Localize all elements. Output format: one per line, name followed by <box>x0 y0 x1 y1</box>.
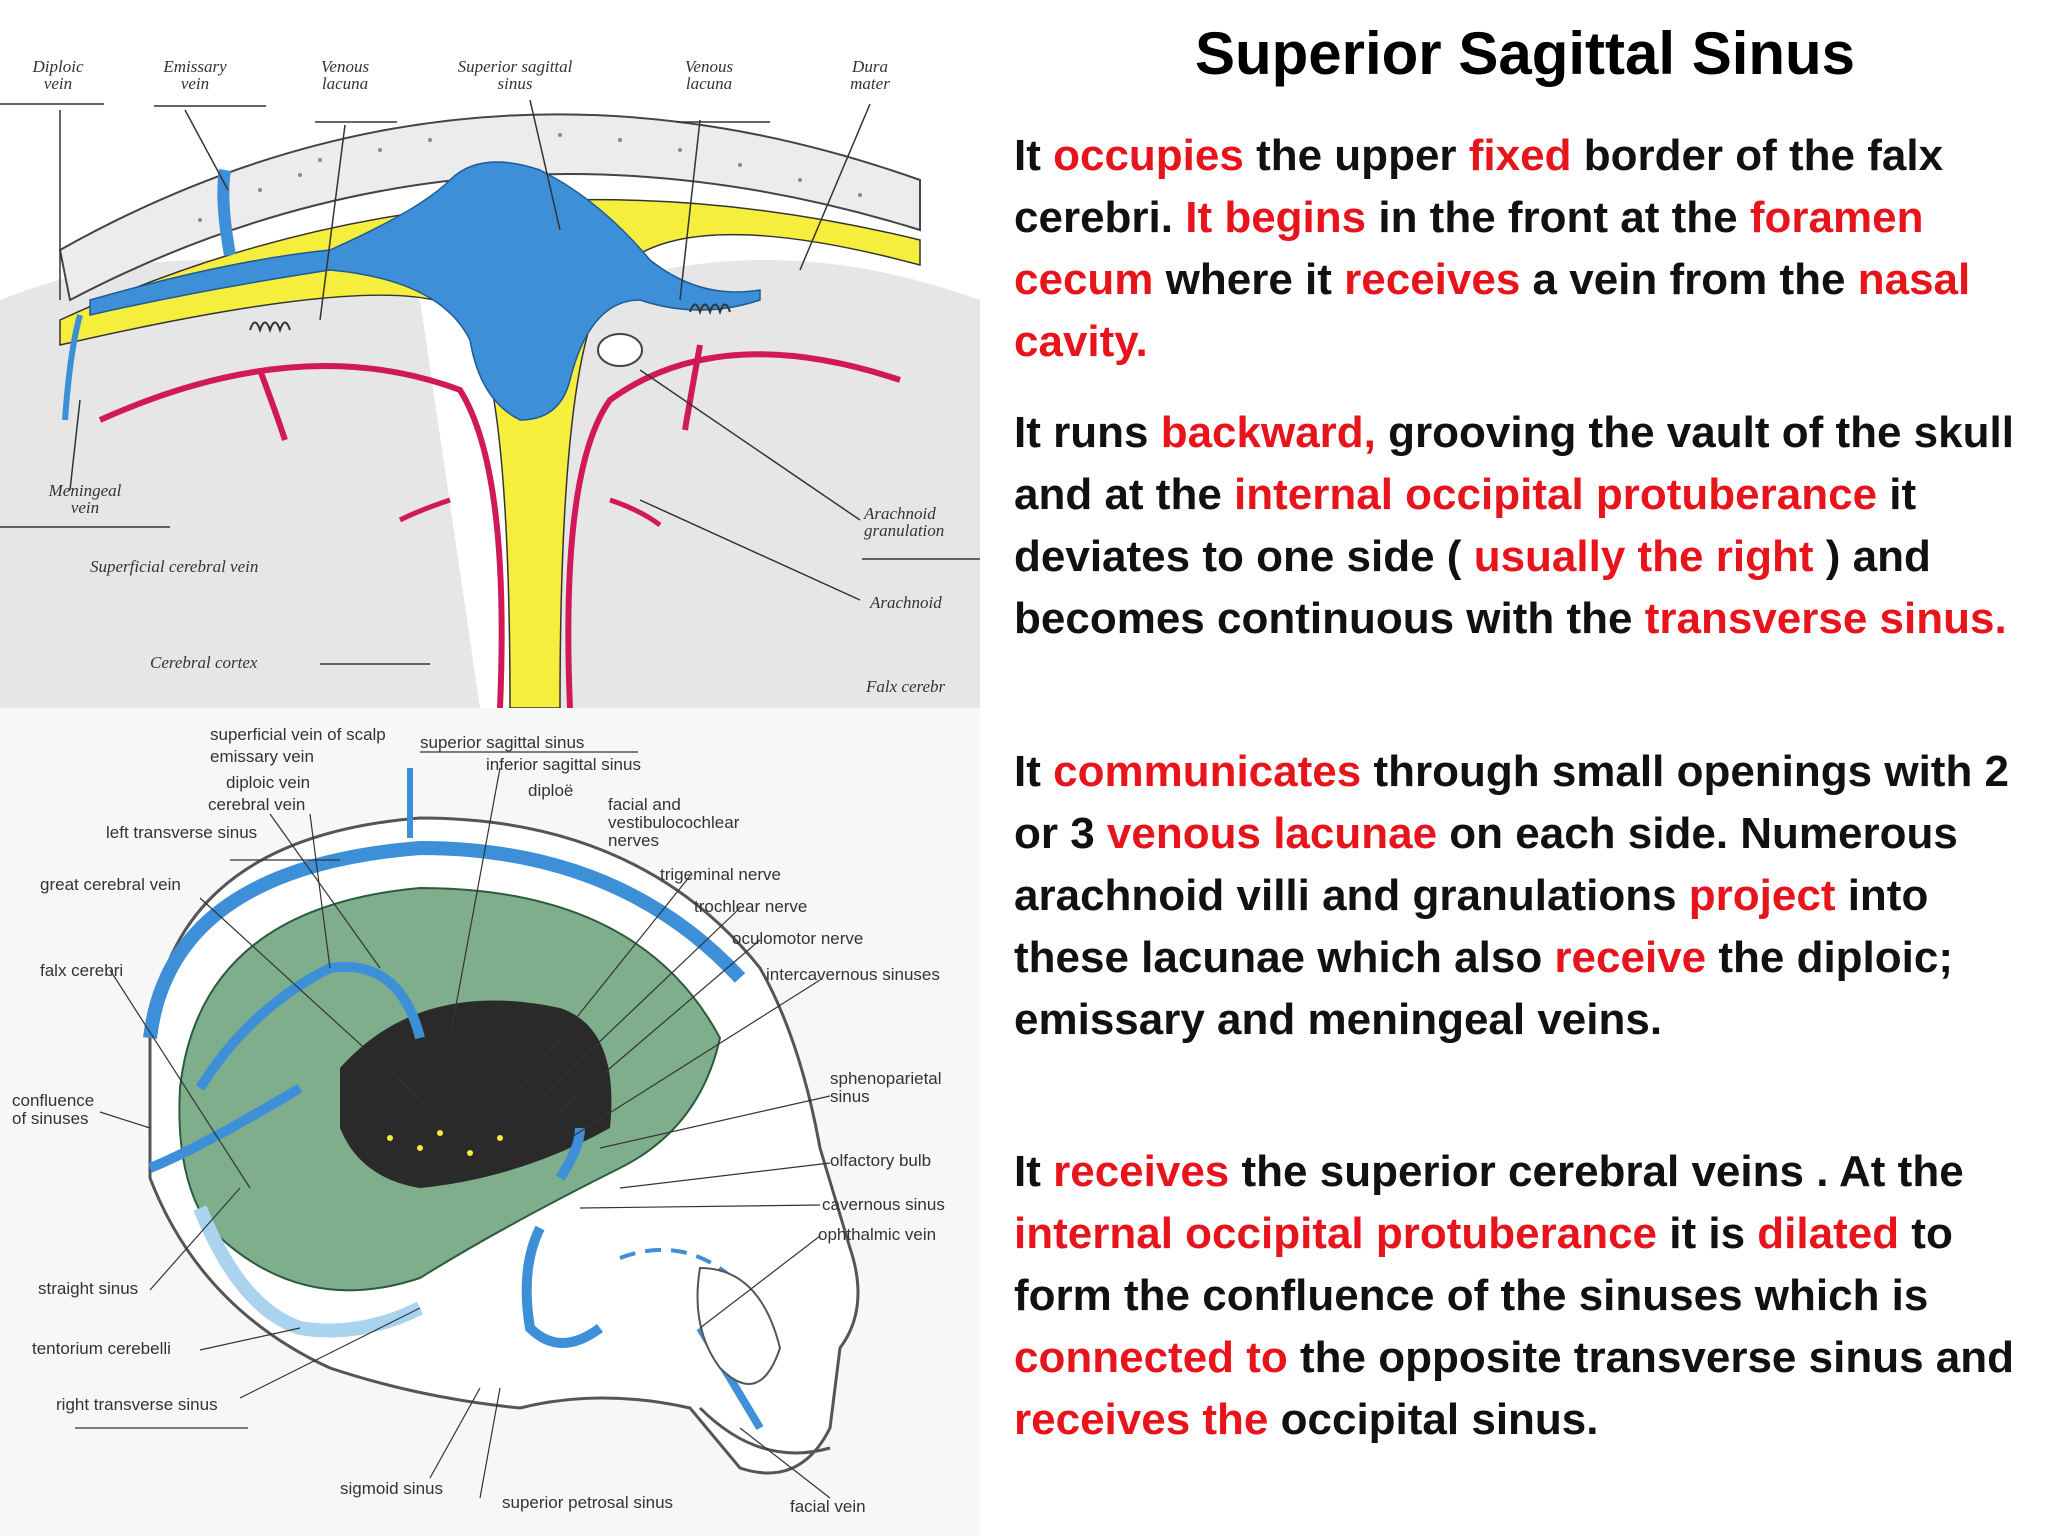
body-text: into these lacunae which also <box>1014 871 1929 982</box>
label-superficial-cerebral-vein: Superficial cerebral vein <box>90 557 259 576</box>
slide-title: Superior Sagittal Sinus <box>1194 20 1856 87</box>
body-text: it deviates to one side ( <box>1014 470 1917 581</box>
label-trigeminal-nerve: trigeminal nerve <box>660 865 781 884</box>
highlight-text: foramen cecum <box>1014 193 1924 304</box>
body-text: the diploic; emissary and meningeal vein… <box>1014 933 1954 1044</box>
body-text: It <box>1014 1147 1054 1196</box>
paragraph-3: It communicates through small openings w… <box>1014 741 2040 1051</box>
highlight-text: connected to <box>1014 1333 1288 1382</box>
highlight-text: internal occipital protuberance <box>1234 470 1878 519</box>
body-text: It runs <box>1014 408 1161 457</box>
label-confluence-of-sinuses: confluence of sinuses <box>12 1091 95 1128</box>
body-text: It <box>1014 747 1054 796</box>
label-straight-sinus: straight sinus <box>38 1279 139 1298</box>
label-olfactory-bulb: olfactory bulb <box>830 1151 932 1170</box>
body-text: the upper <box>1243 131 1469 180</box>
body-text: through small openings with 2 or 3 <box>1014 747 2010 858</box>
body-text: occipital sinus. <box>1268 1395 1599 1444</box>
label-inferior-sagittal-sinus: inferior sagittal sinus <box>486 755 641 774</box>
highlight-text: It begins <box>1185 193 1367 242</box>
highlight-text: fixed <box>1468 131 1572 180</box>
label-sigmoid-sinus: sigmoid sinus <box>340 1479 443 1498</box>
body-text: It <box>1014 131 1054 180</box>
paragraph-4: It receives the superior cerebral veins … <box>1014 1141 2040 1451</box>
label-meningeal-vein: Meningeal vein <box>48 481 122 517</box>
body-text: the superior cerebral veins . At the <box>1229 1147 1964 1196</box>
body-text: a vein from the <box>1520 255 1858 304</box>
label-venous-lacuna-left: Venous lacuna <box>320 57 370 93</box>
label-trochlear-nerve: trochlear nerve <box>694 897 808 916</box>
label-right-transverse-sinus: right transverse sinus <box>56 1395 218 1414</box>
highlight-text: dilated <box>1757 1209 1900 1258</box>
label-superior-sagittal-sinus: Superior sagittal sinus <box>457 57 573 93</box>
body-text: border of the falx cerebri. <box>1014 131 1944 242</box>
paragraph-2: It runs backward, grooving the vault of … <box>1014 402 2040 650</box>
label-venous-lacuna-right: Venous lacuna <box>684 57 734 93</box>
label-facial-vein: facial vein <box>790 1497 866 1516</box>
label-dura-mater: Dura mater <box>850 57 890 93</box>
label-arachnoid: Arachnoid <box>870 593 942 612</box>
label-cerebral-cortex: Cerebral cortex <box>150 653 258 672</box>
label-ophthalmic-vein: ophthalmic vein <box>818 1225 937 1244</box>
body-text: ) and becomes continuous with the <box>1014 532 1931 643</box>
highlight-text: internal occipital protuberance <box>1014 1209 1658 1258</box>
coronal-section-illustration <box>0 99 980 708</box>
sagittal-section-diagram: superficial vein of scalp superior sagit… <box>0 708 980 1536</box>
label-intercavernous-sinuses: intercavernous sinuses <box>766 965 940 984</box>
label-great-cerebral-vein: great cerebral vein <box>40 875 181 894</box>
highlight-text: transverse sinus. <box>1644 594 2007 643</box>
label-superior-petrosal-sinus: superior petrosal sinus <box>502 1493 674 1512</box>
label-falx-cerebri-top: Falx cerebr <box>866 677 946 696</box>
label-diploic-vein-bottom: diploic vein <box>226 773 311 792</box>
coronal-section-diagram: Diploic vein Emissary vein Venous lacuna… <box>0 0 980 708</box>
label-tentorium-cerebelli: tentorium cerebelli <box>32 1339 171 1358</box>
label-falx-cerebri-bottom: falx cerebri <box>40 961 124 980</box>
highlight-text: project <box>1688 871 1836 920</box>
label-sphenoparietal-sinus: sphenoparietal sinus <box>830 1069 942 1106</box>
label-emissary-vein-bottom: emissary vein <box>210 747 314 766</box>
highlight-text: receives <box>1053 1147 1230 1196</box>
label-cavernous-sinus: cavernous sinus <box>822 1195 945 1214</box>
text-panel: Superior Sagittal Sinus It occupies the … <box>1010 0 2040 1536</box>
label-facial-vestibulocochlear-nerves: facial and vestibulocochlear nerves <box>608 795 740 850</box>
label-diploe: diploë <box>528 781 574 800</box>
label-superior-sagittal-sinus-bottom: superior sagittal sinus <box>420 733 585 752</box>
label-superficial-vein-of-scalp: superficial vein of scalp <box>210 725 386 744</box>
body-text: to form the confluence of the sinuses wh… <box>1014 1209 1953 1320</box>
label-oculomotor-nerve: oculomotor nerve <box>732 929 864 948</box>
highlight-text: receives <box>1344 255 1521 304</box>
highlight-text: receive <box>1554 933 1707 982</box>
highlight-text: usually the right <box>1473 532 1814 581</box>
label-diploic-vein: Diploic vein <box>32 57 84 93</box>
highlight-text: occupies <box>1053 131 1244 180</box>
highlight-text: nasal cavity. <box>1014 255 1971 366</box>
body-text: in the front at the <box>1366 193 1750 242</box>
sagittal-section-illustration <box>75 751 860 1499</box>
highlight-text: communicates <box>1053 747 1362 796</box>
paragraph-1: It occupies the upper fixed border of th… <box>1014 125 2040 373</box>
body-text: where it <box>1153 255 1345 304</box>
body-text: grooving the vault of the skull and at t… <box>1014 408 2014 519</box>
label-cerebral-vein: cerebral vein <box>208 795 306 814</box>
highlight-text: backward, <box>1160 408 1376 457</box>
body-text: it is <box>1657 1209 1758 1258</box>
label-left-transverse-sinus: left transverse sinus <box>106 823 258 842</box>
body-text: on each side. Numerous arachnoid villi a… <box>1014 809 1958 920</box>
highlight-text: venous lacunae <box>1106 809 1438 858</box>
body-text: the opposite transverse sinus and <box>1287 1333 2014 1382</box>
label-arachnoid-granulation: Arachnoid granulation <box>864 504 945 540</box>
highlight-text: receives the <box>1014 1395 1269 1444</box>
label-emissary-vein: Emissary vein <box>163 57 227 93</box>
